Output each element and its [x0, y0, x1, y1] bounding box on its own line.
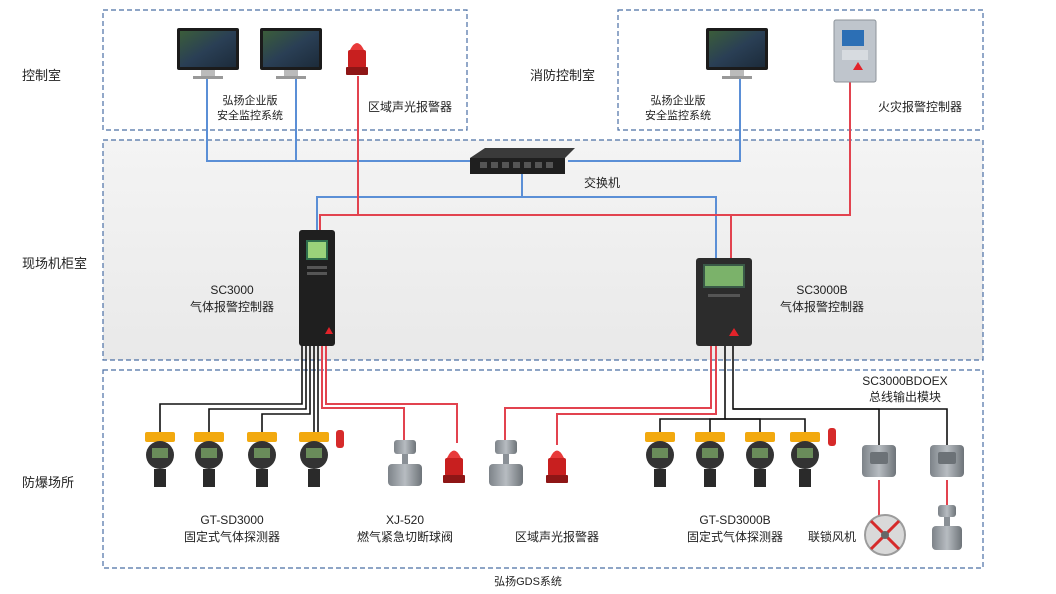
label-area-alarm-bottom: 区域声光报警器	[515, 529, 599, 544]
cabinet-room-zone	[102, 139, 984, 361]
signal-lines	[159, 345, 948, 445]
label-detector2-name: 固定式气体探测器	[687, 529, 783, 544]
label-switch: 交换机	[584, 175, 620, 190]
label-sc3000-name: 气体报警控制器	[190, 299, 274, 314]
label-valve-model: XJ-520	[386, 513, 424, 527]
mini-beacon-icon	[336, 430, 344, 448]
label-sc3000b-model: SC3000B	[796, 283, 847, 297]
monitor-icon	[706, 28, 768, 79]
bus-module-icon	[862, 445, 896, 477]
zone-title-fire-control-room: 消防控制室	[530, 68, 595, 83]
zone-title-explosion-area: 防爆场所	[22, 475, 74, 490]
gas-detector-icon	[194, 432, 224, 487]
label-monitor-system-line1: 弘扬企业版	[223, 93, 278, 107]
network-switch-icon	[470, 148, 575, 174]
bus-module-icon	[930, 445, 964, 477]
gas-detector-icon	[695, 432, 725, 487]
zone-title-cabinet-room: 现场机柜室	[22, 256, 87, 271]
monitor-icon	[177, 28, 239, 79]
label-fan: 联锁风机	[808, 529, 856, 544]
sc3000-controller-icon	[299, 230, 335, 346]
control-room-zone	[102, 9, 468, 131]
fire-control-room-zone	[617, 9, 984, 131]
gas-detector-icon	[247, 432, 277, 487]
explosion-proof-zone	[102, 369, 984, 569]
alarm-beacon-icon	[346, 43, 368, 75]
cabinet-room-background	[103, 140, 983, 360]
label-area-alarm-top: 区域声光报警器	[368, 99, 452, 114]
gas-detector-icon	[145, 432, 175, 487]
gas-detector-icon	[299, 432, 329, 487]
label-fire-monitor-line2: 安全监控系统	[645, 108, 711, 122]
footer-system-name: 弘扬GDS系统	[494, 574, 562, 588]
sc3000b-controller-icon	[696, 258, 752, 346]
label-valve-name: 燃气紧急切断球阀	[357, 529, 453, 544]
monitor-icon	[260, 28, 322, 79]
label-bus-module-model: SC3000BDOEX	[862, 374, 947, 388]
fan-icon	[864, 514, 906, 556]
label-detector1-model: GT-SD3000	[200, 513, 264, 527]
label-detector1-name: 固定式气体探测器	[184, 529, 280, 544]
label-bus-module-name: 总线输出模块	[869, 389, 941, 404]
ball-valve-icon	[388, 440, 422, 486]
gas-detector-icon	[745, 432, 775, 487]
alarm-beacon-icon	[546, 450, 568, 483]
gas-detector-icon	[645, 432, 675, 487]
mini-beacon-icon	[828, 428, 836, 446]
label-sc3000-model: SC3000	[210, 283, 254, 297]
zone-title-control-room: 控制室	[22, 68, 61, 83]
label-sc3000b-name: 气体报警控制器	[780, 299, 864, 314]
label-fire-monitor-line1: 弘扬企业版	[651, 93, 706, 107]
label-monitor-system-line2: 安全监控系统	[217, 108, 283, 122]
label-detector2-model: GT-SD3000B	[699, 513, 770, 527]
fire-alarm-controller-icon	[833, 19, 877, 83]
ball-valve-icon	[932, 505, 962, 550]
network-lines	[206, 78, 741, 258]
label-fire-alarm-controller: 火灾报警控制器	[878, 99, 962, 114]
alarm-lines	[319, 76, 948, 517]
gas-detector-icon	[790, 432, 820, 487]
alarm-beacon-icon	[443, 450, 465, 483]
ball-valve-icon	[489, 440, 523, 486]
